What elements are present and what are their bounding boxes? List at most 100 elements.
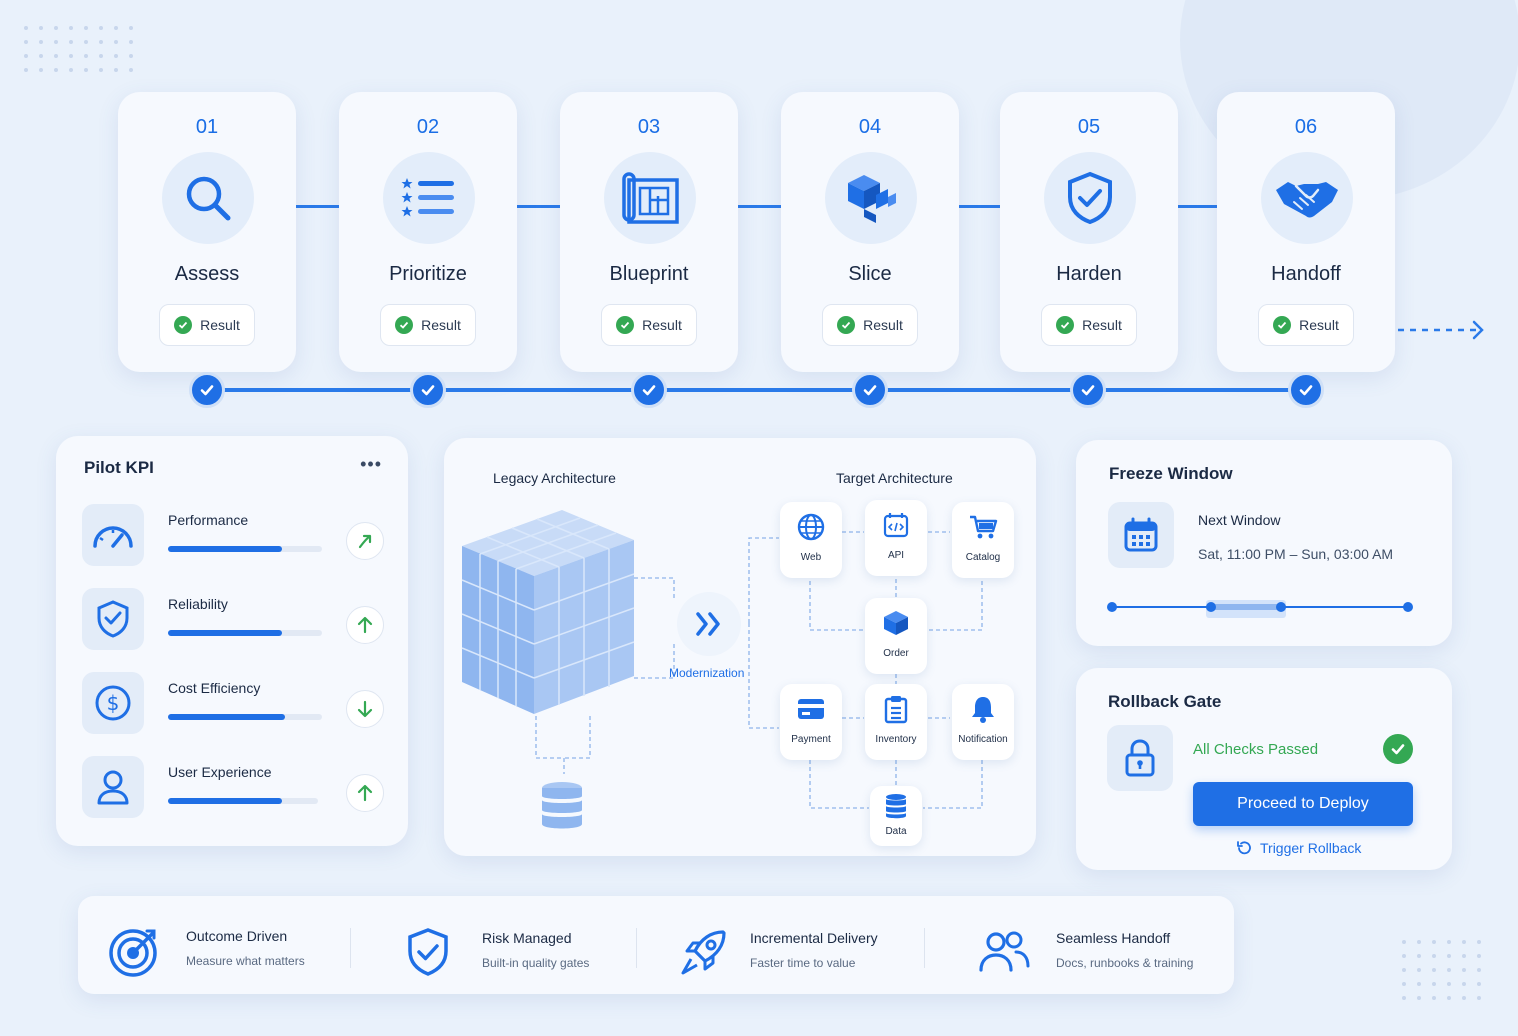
service-node-order[interactable]: Order [865,598,927,674]
step-complete-check-icon [410,372,446,408]
legacy-architecture-title: Legacy Architecture [493,470,616,486]
step-number: 03 [637,116,661,138]
service-node-api[interactable]: API [865,500,927,576]
arrow-up-icon [346,774,384,812]
calendar-icon [1108,502,1174,568]
result-button[interactable]: Result [380,304,476,346]
step-connector [738,205,782,208]
kpi-progress-bar [168,798,318,804]
feature-divider [350,928,351,968]
result-button[interactable]: Result [1041,304,1137,346]
feature-title: Seamless Handoff [1056,930,1171,946]
kpi-label: Reliability [168,596,228,612]
service-node-web[interactable]: Web [780,502,842,578]
step-card-prioritize[interactable]: 02 Prioritize Result [339,92,517,372]
service-label: Web [800,552,822,563]
kpi-progress-fill [168,630,282,636]
search-icon [162,152,254,244]
kpi-progress-bar [168,546,322,552]
feature-subtitle: Docs, runbooks & training [1056,956,1194,970]
service-node-catalog[interactable]: Catalog [952,502,1014,578]
cubes-icon [825,152,917,244]
step-connector [1176,205,1218,208]
result-button[interactable]: Result [601,304,697,346]
step-title: Slice [848,263,892,285]
step-number: 04 [858,116,882,138]
service-label: Payment [791,734,831,745]
feature-title: Risk Managed [482,930,572,946]
handshake-icon [1261,152,1353,244]
service-label: Data [885,826,907,837]
step-card-assess[interactable]: 01 Assess Result [118,92,296,372]
kpi-progress-fill [168,546,282,552]
feature-divider [636,928,637,968]
check-icon [616,316,635,334]
result-button[interactable]: Result [822,304,918,346]
result-label: Result [642,317,682,333]
cart-icon [952,502,1014,552]
clipboard-icon [865,684,927,734]
step-card-harden[interactable]: 05 Harden Result [1000,92,1178,372]
decor-dots-top-left [24,26,133,72]
team-icon [974,922,1034,982]
step-complete-check-icon [852,372,888,408]
progress-timeline [207,388,1305,392]
check-icon [1273,316,1292,334]
target-icon [104,922,164,982]
gauge-icon [82,504,144,566]
globe-icon [780,502,842,552]
trend-up-right-icon [346,522,384,560]
step-title: Blueprint [609,263,689,285]
step-card-handoff[interactable]: 06 Handoff Result [1217,92,1395,372]
api-code-icon [865,500,927,550]
monolith-cube [461,510,635,714]
legacy-database-icon [542,782,582,829]
kpi-row-reliability: Reliability [82,588,384,652]
feature-risk-managed: Risk Managed Built-in quality gates [398,922,638,982]
shield-icon [82,588,144,650]
step-card-slice[interactable]: 04 Slice Result [781,92,959,372]
rocket-icon [674,922,734,982]
arrow-up-icon [346,606,384,644]
feature-divider [924,928,925,968]
rollback-gate-panel: Rollback Gate All Checks Passed Proceed … [1076,668,1452,870]
check-icon [1056,316,1075,334]
service-node-notification[interactable]: Notification [952,684,1014,760]
pilot-kpi-panel: Pilot KPI ••• Performance Reliability $ … [56,436,408,846]
step-number: 01 [195,116,219,138]
service-label: Notification [958,734,1008,745]
result-button[interactable]: Result [159,304,255,346]
result-button[interactable]: Result [1258,304,1354,346]
result-label: Result [1082,317,1122,333]
freeze-window-time: Sat, 11:00 PM – Sun, 03:00 AM [1198,546,1394,562]
freeze-window-label: Next Window [1198,512,1281,528]
kpi-row-performance: Performance [82,504,384,568]
card-icon [780,684,842,734]
bell-icon [952,684,1014,734]
kpi-progress-bar [168,630,322,636]
kpi-label: Cost Efficiency [168,680,261,696]
blueprint-icon [604,152,696,244]
result-label: Result [1299,317,1339,333]
next-arrow-icon [1398,320,1484,340]
more-options-icon[interactable]: ••• [360,454,382,474]
result-label: Result [863,317,903,333]
kpi-row-cost-efficiency: $ Cost Efficiency [82,672,384,736]
step-number: 06 [1294,116,1318,138]
service-node-data[interactable]: Data [870,786,922,846]
step-number: 05 [1077,116,1101,138]
step-card-blueprint[interactable]: 03 Blueprint Result [560,92,738,372]
service-node-inventory[interactable]: Inventory [865,684,927,760]
proceed-to-deploy-button[interactable]: Proceed to Deploy [1193,782,1413,826]
step-number: 02 [416,116,440,138]
step-complete-check-icon [1288,372,1324,408]
user-icon [82,756,144,818]
step-connector [959,205,1001,208]
trigger-rollback-link[interactable]: Trigger Rollback [1236,840,1361,856]
features-bar: Outcome Driven Measure what matters Risk… [78,896,1234,994]
freeze-window-slider[interactable] [1104,594,1416,624]
rollback-icon [1237,841,1251,855]
service-label: Catalog [965,552,1001,563]
service-node-payment[interactable]: Payment [780,684,842,760]
kpi-label: User Experience [168,764,272,780]
